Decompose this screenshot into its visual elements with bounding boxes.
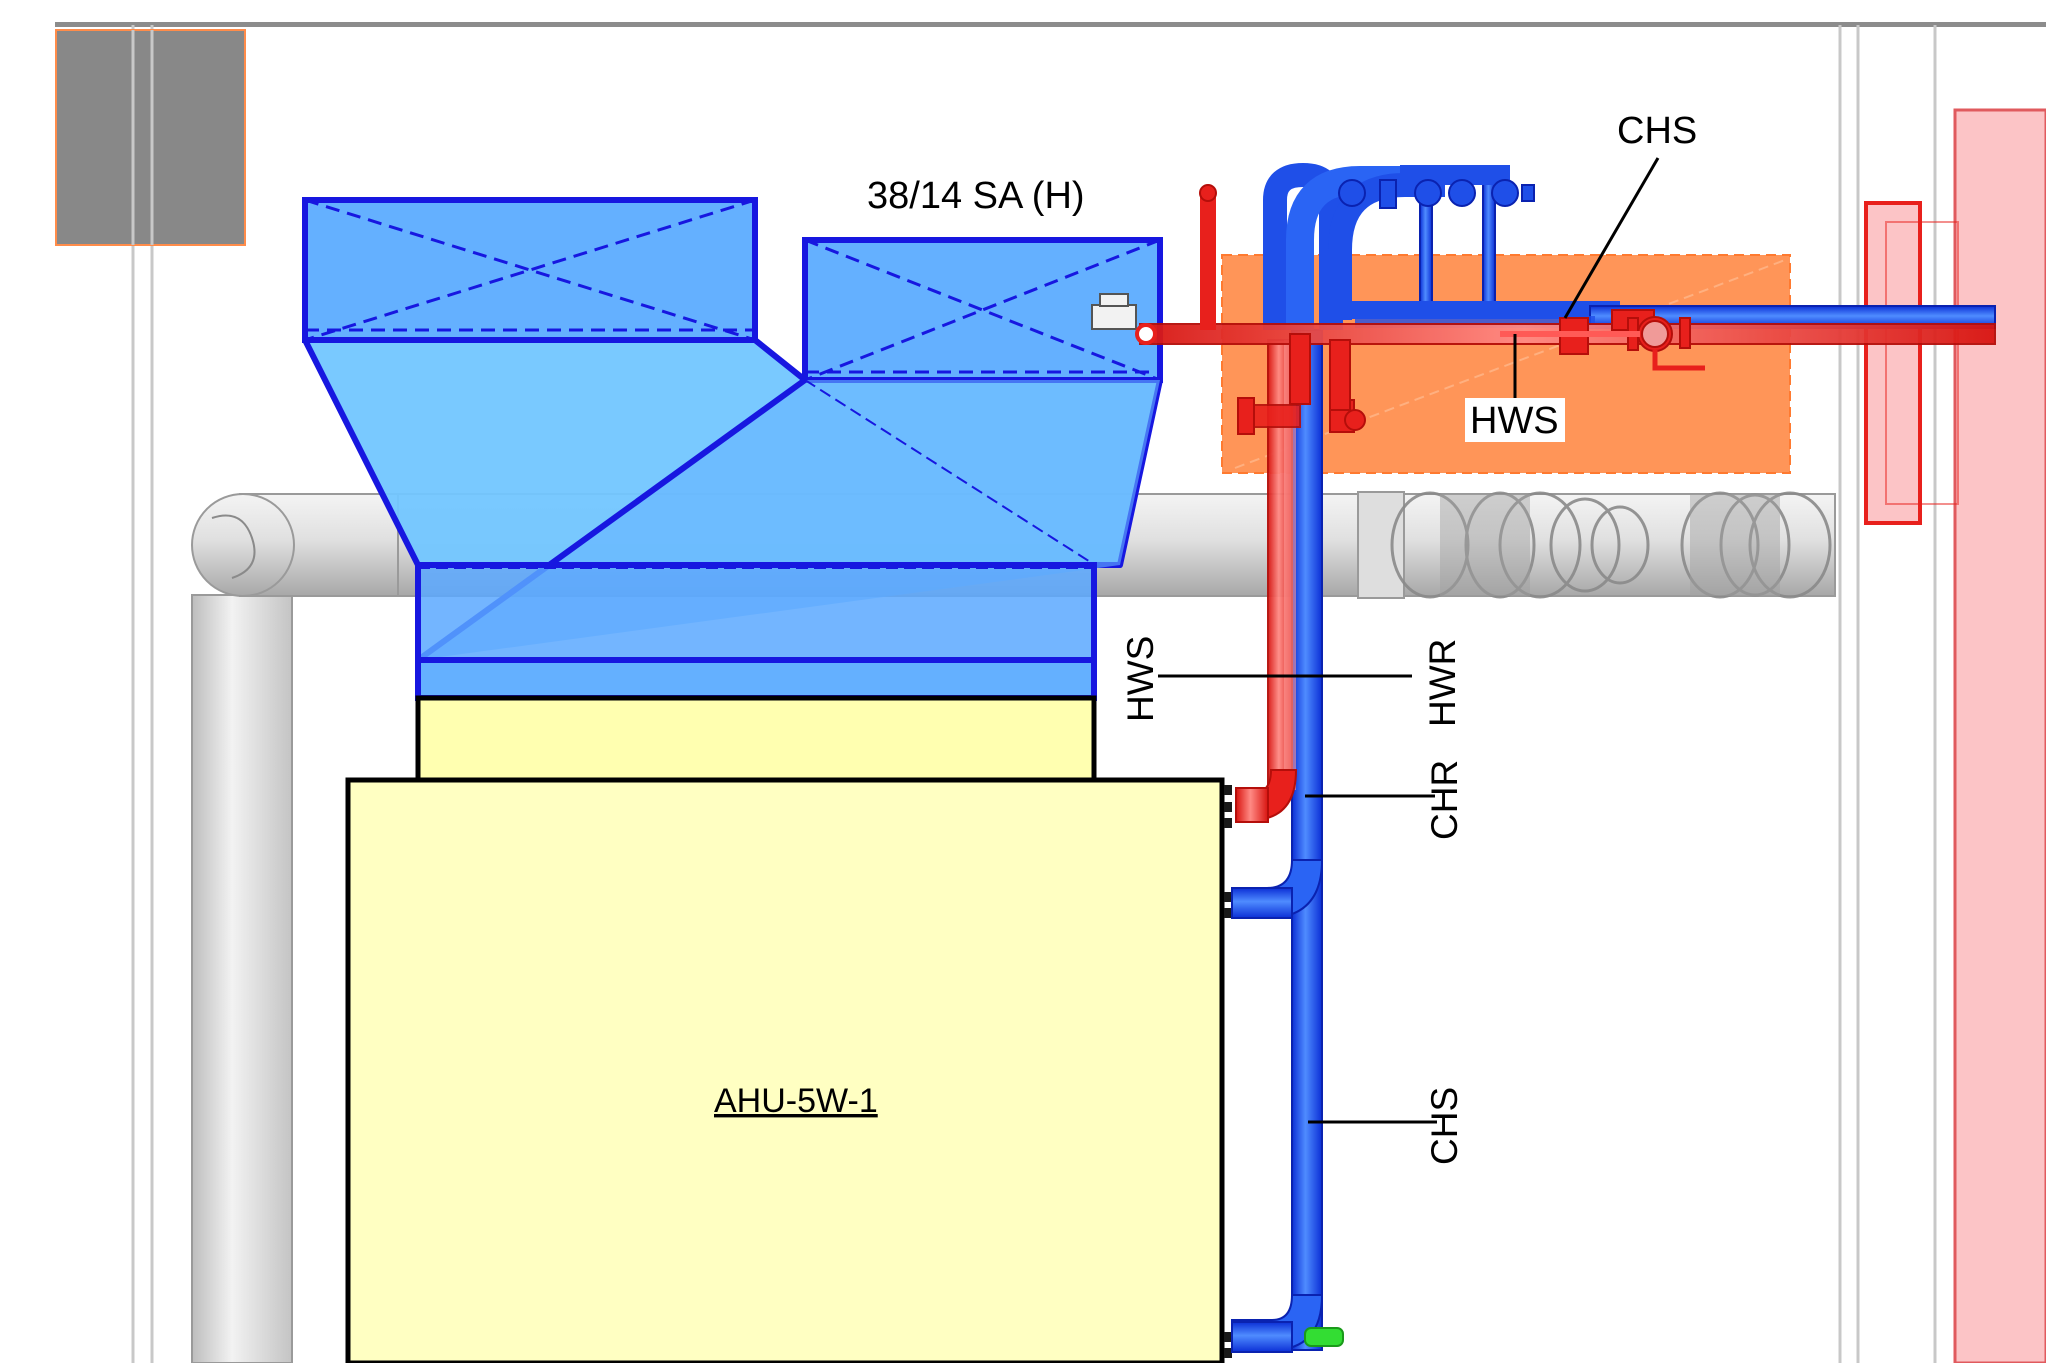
wall-zone — [1864, 108, 2046, 1363]
hws-top-label-bg — [1465, 398, 1565, 442]
chs-vertical-label: CHS — [1424, 1087, 1465, 1165]
structural-lines — [131, 25, 1937, 1363]
hws-top-label: HWS — [1470, 400, 1559, 442]
column-block — [55, 29, 246, 246]
chr-vertical-label: CHR — [1424, 760, 1465, 840]
chilled-water-piping — [1231, 162, 1996, 1353]
supply-air-duct — [302, 197, 1163, 701]
existing-duct-vertical — [191, 594, 293, 1363]
duct-size-label: 38/14 SA (H) — [867, 175, 1085, 217]
hwr-vertical-label: HWR — [1422, 639, 1463, 727]
hot-water-piping — [1135, 184, 1996, 823]
sheet-top-border — [55, 22, 2046, 27]
chs-top-label: CHS — [1617, 110, 1697, 152]
leader-lines — [1158, 157, 1660, 1124]
hws-vertical-label: HWS — [1120, 636, 1161, 722]
air-handling-unit — [345, 695, 1232, 1363]
unit-tag-label: AHU-5W-1 — [714, 1082, 878, 1120]
